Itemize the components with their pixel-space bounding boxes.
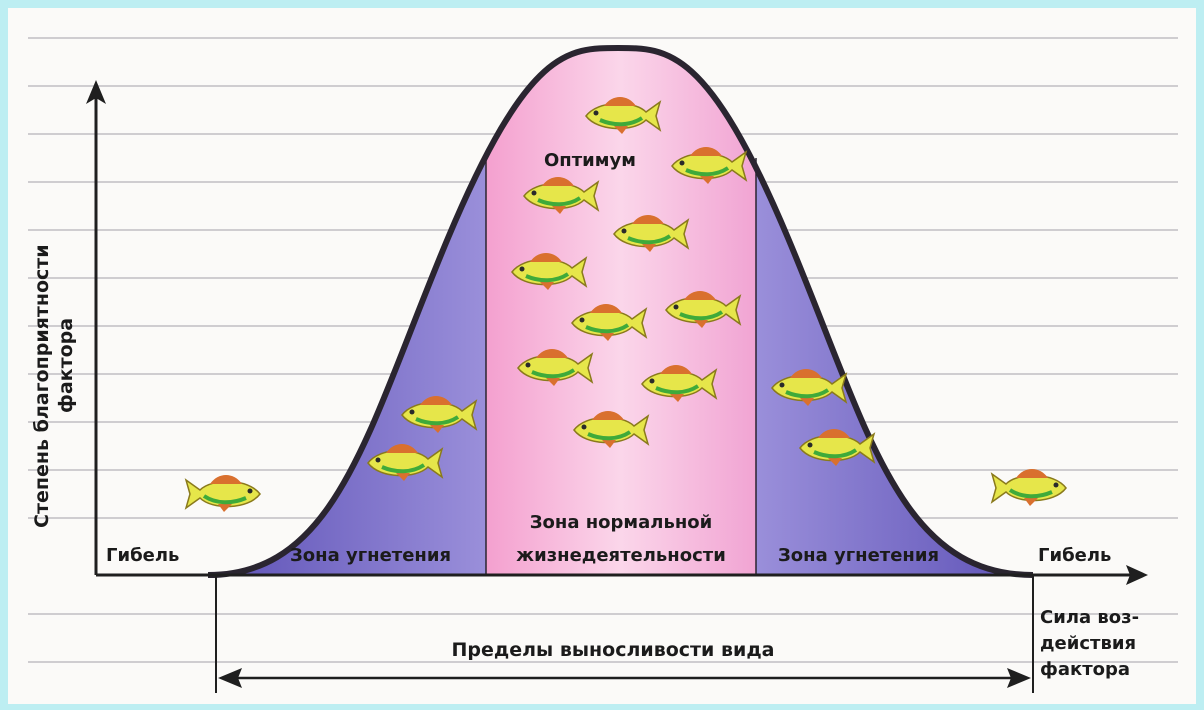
oppression-label-left: Зона угнетения [290, 545, 451, 566]
oppression-label-right: Зона угнетения [778, 545, 939, 566]
normal-zone-label-line2: жизнедеятельности [516, 545, 726, 566]
y-axis-label-line2: фактора [55, 318, 77, 413]
normal-zone-label-line1: Зона нормальной [530, 512, 713, 533]
tolerance-diagram: Степень благоприятности фактора Оптимум … [8, 8, 1196, 704]
optimum-label: Оптимум [544, 150, 636, 171]
endurance-limits-label: Пределы выносливости вида [452, 639, 775, 661]
factor-label-line2: действия [1040, 633, 1136, 654]
diagram-frame: Степень благоприятности фактора Оптимум … [8, 8, 1196, 704]
factor-label-line1: Сила воз- [1040, 607, 1139, 628]
dead-fish-icon [186, 475, 260, 512]
oppression-zone-right [756, 28, 1046, 588]
factor-label-line3: фактора [1040, 659, 1130, 680]
death-label-left: Гибель [106, 545, 179, 566]
dead-fish-icon [992, 469, 1066, 506]
endurance-limits-marker [216, 575, 1033, 693]
death-label-right: Гибель [1038, 545, 1111, 566]
y-axis-label-line1: Степень благоприятности [31, 244, 53, 528]
